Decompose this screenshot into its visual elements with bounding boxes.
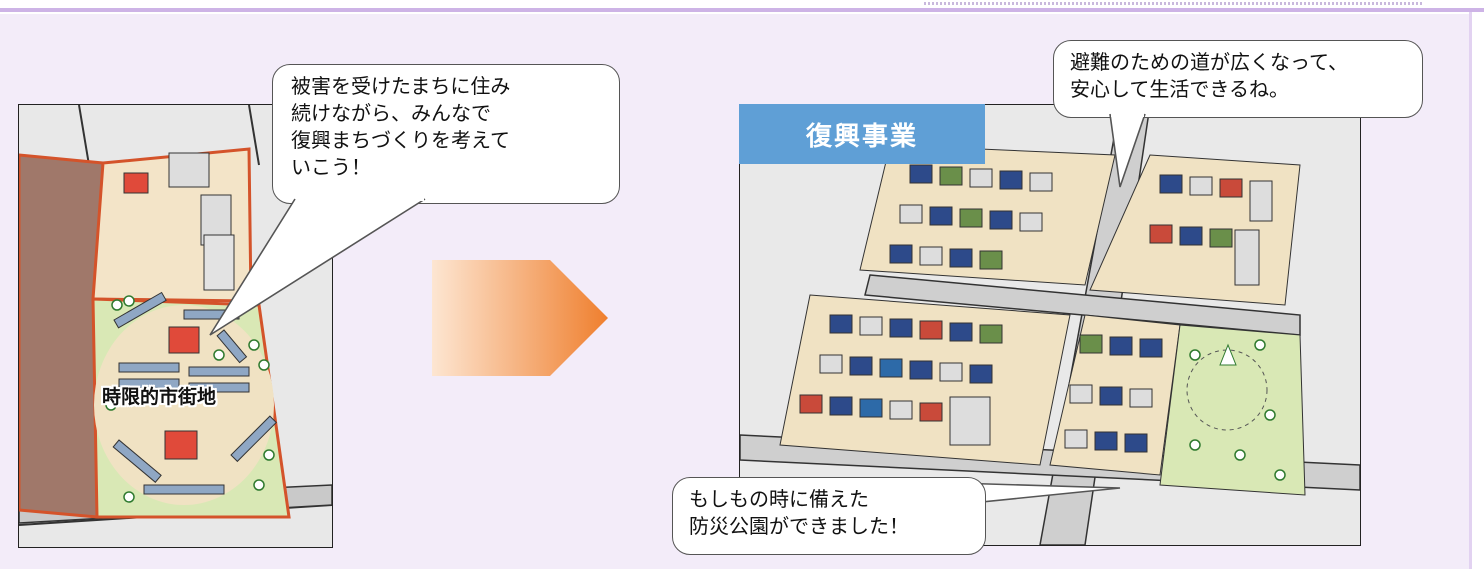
- speech-line: 避難のための道が広くなって、: [1070, 50, 1348, 74]
- speech-line: 被害を受けたまちに住み: [291, 74, 511, 98]
- speech-line: 安心して生活できるね。: [1070, 77, 1289, 101]
- speech-bubble-left: 被害を受けたまちに住み 続けながら、みんなで 復興まちづくりを考えて いこう！: [272, 64, 620, 204]
- top-border-line: [0, 8, 1484, 12]
- speech-bubble-right-top: 避難のための道が広くなって、 安心して生活できるね。: [1053, 40, 1423, 118]
- right-edge: [1469, 12, 1484, 569]
- speech-tail-left: [209, 195, 426, 336]
- speech-line: いこう！: [291, 155, 371, 179]
- reconstruction-project-banner: 復興事業: [739, 104, 985, 164]
- top-border: [0, 0, 1484, 14]
- top-border-dots: [924, 2, 1424, 5]
- speech-line: 防災公園ができました！: [689, 514, 909, 538]
- temporary-town-drawing: [19, 105, 332, 547]
- speech-line: 続けながら、みんなで: [291, 101, 491, 125]
- speech-bubble-bottom: もしもの時に備えた 防災公園ができました！: [672, 477, 986, 555]
- speech-tail-right-top: [1109, 112, 1146, 188]
- reconstruction-illustration: [739, 104, 1361, 546]
- right-arrow-icon: [432, 260, 608, 376]
- reconstruction-drawing: [740, 105, 1360, 545]
- speech-line: 復興まちづくりを考えて: [291, 128, 510, 152]
- speech-line: もしもの時に備えた: [689, 487, 869, 511]
- temporary-town-label: 時限的市街地: [102, 386, 217, 408]
